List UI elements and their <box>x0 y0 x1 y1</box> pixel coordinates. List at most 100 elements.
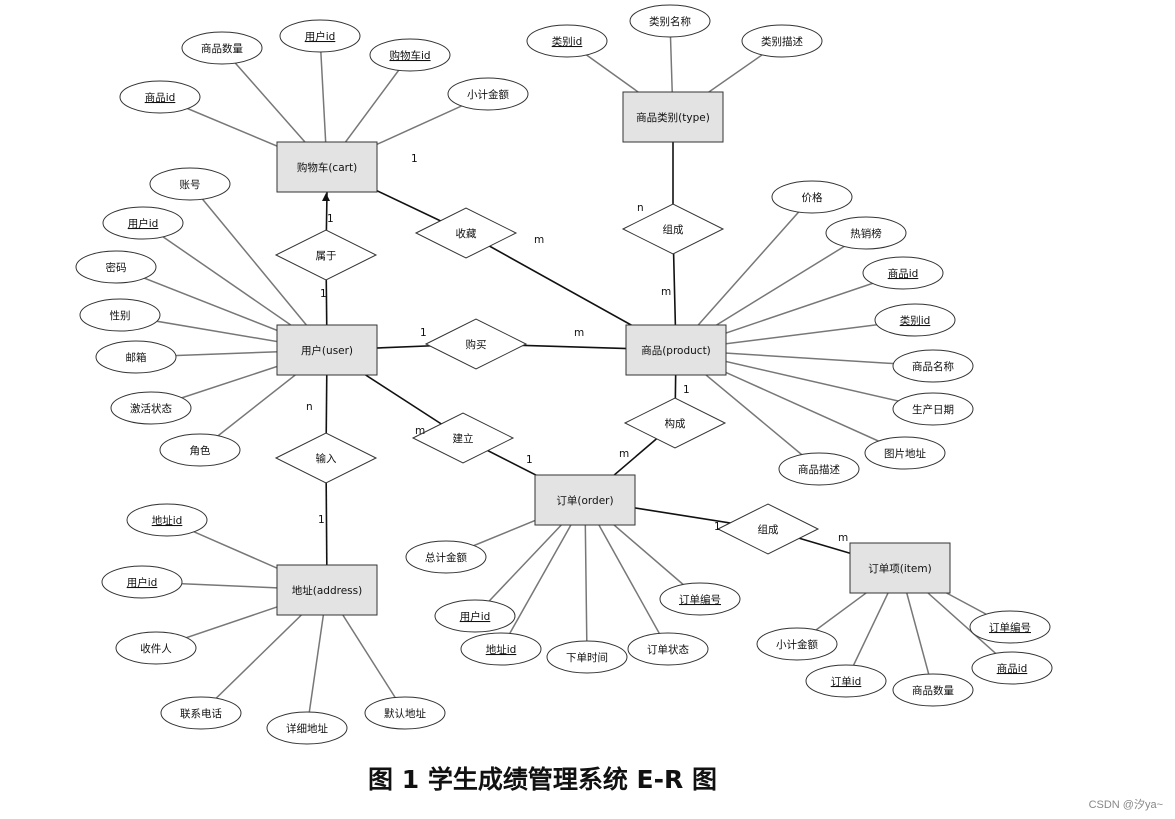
attribute-line-order-3 <box>584 499 588 658</box>
attribute-item-4: 订单编号 <box>969 610 1051 644</box>
attribute-label: 小计金额 <box>776 638 818 651</box>
entity-label: 订单(order) <box>556 495 613 507</box>
cardinality-label: 1 <box>320 288 327 300</box>
attribute-user-4: 邮箱 <box>95 340 177 374</box>
attribute-label: 商品数量 <box>201 42 243 55</box>
relation-label: 输入 <box>316 452 337 465</box>
attribute-address-2: 收件人 <box>115 631 197 665</box>
attribute-label: 商品名称 <box>912 360 954 373</box>
relation-label: 建立 <box>453 432 474 445</box>
attribute-order-5: 订单编号 <box>659 582 741 616</box>
entity-label: 购物车(cart) <box>297 161 357 174</box>
relation-compose_item: 组成 <box>716 503 820 555</box>
attribute-label: 商品数量 <box>912 684 954 697</box>
csdn-watermark: CSDN @汐ya~ <box>1088 799 1163 811</box>
attribute-product-4: 商品名称 <box>892 349 974 383</box>
attribute-label: 详细地址 <box>286 722 328 735</box>
attribute-label: 生产日期 <box>912 403 954 416</box>
attribute-label: 类别名称 <box>649 15 691 28</box>
cardinality-label: m <box>838 532 848 544</box>
attribute-line-user-0 <box>189 183 328 351</box>
attribute-label: 角色 <box>190 444 211 457</box>
attribute-order-1: 用户id <box>434 599 516 633</box>
relation-label: 属于 <box>316 250 337 262</box>
attribute-label: 默认地址 <box>384 707 426 720</box>
attribute-label: 性别 <box>110 309 131 322</box>
entity-type: 商品类别(type) <box>622 91 724 143</box>
cardinality-label: m <box>619 448 629 460</box>
cardinality-label: 1 <box>420 327 427 339</box>
attribute-label: 订单id <box>831 676 862 688</box>
attribute-label: 订单状态 <box>647 643 689 656</box>
attribute-cart-0: 商品id <box>119 80 201 114</box>
attribute-label: 密码 <box>106 261 127 274</box>
attribute-order-0: 总计金额 <box>405 540 487 574</box>
attribute-label: 激活状态 <box>130 402 172 415</box>
attribute-label: 商品id <box>997 662 1028 675</box>
attribute-type-0: 类别id <box>526 24 608 58</box>
entity-label: 商品(product) <box>641 344 711 357</box>
attribute-item-2: 商品数量 <box>892 673 974 707</box>
entity-address: 地址(address) <box>276 564 378 616</box>
attribute-label: 收件人 <box>140 642 172 655</box>
attribute-address-0: 地址id <box>126 503 208 537</box>
attribute-label: 购物车id <box>389 49 430 62</box>
attribute-label: 商品描述 <box>798 463 840 476</box>
attribute-address-3: 联系电话 <box>160 696 242 730</box>
attribute-order-3: 下单时间 <box>546 640 628 674</box>
attribute-label: 类别id <box>900 314 931 327</box>
attribute-product-1: 热销榜 <box>825 216 907 250</box>
attribute-label: 地址id <box>152 514 183 527</box>
entity-label: 地址(address) <box>292 584 362 597</box>
cardinality-label: m <box>415 425 425 437</box>
relation-label: 组成 <box>758 523 779 536</box>
relation-label: 购买 <box>466 338 487 351</box>
cardinality-label: n <box>637 202 644 214</box>
attribute-label: 价格 <box>802 191 823 204</box>
attribute-label: 订单编号 <box>679 593 721 606</box>
entity-order: 订单(order) <box>534 474 636 526</box>
cardinality-label: 1 <box>318 514 325 526</box>
entity-user: 用户(user) <box>276 324 378 376</box>
relation-favorite: 收藏 <box>414 207 518 259</box>
attribute-product-5: 生产日期 <box>892 392 974 426</box>
attribute-label: 类别id <box>552 35 583 48</box>
attribute-order-4: 订单状态 <box>627 632 709 666</box>
attribute-type-2: 类别描述 <box>741 24 823 58</box>
attribute-product-2: 商品id <box>862 256 944 290</box>
attribute-label: 用户id <box>305 30 336 43</box>
attribute-address-5: 默认地址 <box>364 696 446 730</box>
attribute-item-1: 订单id <box>805 664 887 698</box>
attribute-label: 小计金额 <box>467 88 509 101</box>
cardinality-label: 1 <box>683 384 690 396</box>
attribute-label: 用户id <box>460 610 491 623</box>
entity-label: 商品类别(type) <box>636 111 710 124</box>
relation-create: 建立 <box>411 412 515 464</box>
attribute-label: 下单时间 <box>566 651 608 664</box>
relation-buy: 购买 <box>424 318 528 370</box>
attribute-label: 用户id <box>127 576 158 589</box>
relation-label: 构成 <box>665 417 686 430</box>
relation-compose_type: 组成 <box>621 203 725 255</box>
entity-cart: 购物车(cart) <box>276 141 378 193</box>
attribute-item-3: 商品id <box>971 651 1053 685</box>
attribute-user-5: 激活状态 <box>110 391 192 425</box>
attribute-label: 邮箱 <box>126 351 147 364</box>
cardinality-label: 1 <box>327 213 334 225</box>
figure-caption: 图 1 学生成绩管理系统 E-R 图 <box>368 765 717 794</box>
attribute-user-3: 性别 <box>79 298 161 332</box>
cardinality-label: 1 <box>714 521 721 533</box>
attribute-item-0: 小计金额 <box>756 627 838 661</box>
attribute-address-1: 用户id <box>101 565 183 599</box>
entity-label: 订单项(item) <box>868 563 931 575</box>
attribute-user-6: 角色 <box>159 433 241 467</box>
attribute-cart-3: 购物车id <box>369 38 451 72</box>
attribute-user-2: 密码 <box>75 250 157 284</box>
attribute-label: 地址id <box>486 643 517 656</box>
cardinality-label: 1 <box>526 454 533 466</box>
attribute-product-6: 图片地址 <box>864 436 946 470</box>
attribute-label: 用户id <box>128 217 159 230</box>
attribute-label: 热销榜 <box>850 227 882 240</box>
arrow-head-icon <box>322 193 330 201</box>
